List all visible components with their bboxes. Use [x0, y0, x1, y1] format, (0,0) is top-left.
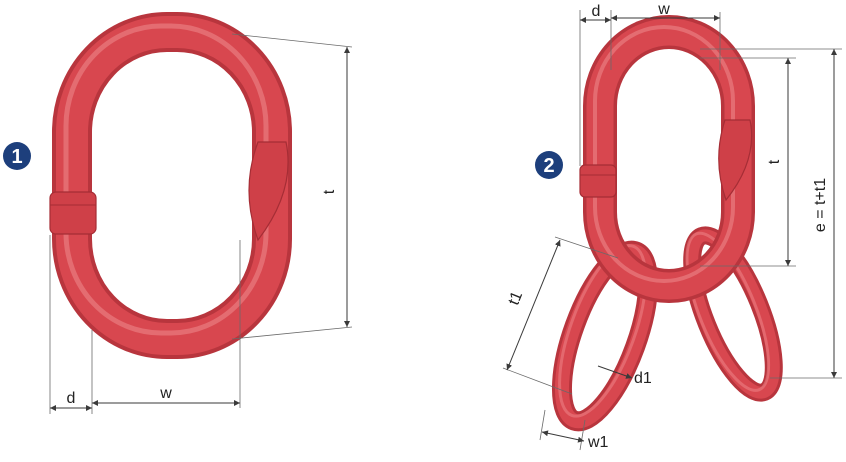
master-link-1	[49, 12, 292, 359]
label-e-2: e = t+t1	[812, 178, 829, 232]
badge-1-label: 1	[11, 146, 22, 168]
label-w-1: w	[159, 385, 172, 402]
badge-2: 2	[535, 151, 563, 179]
intermediate-link-left	[551, 240, 659, 432]
weld-bulge-1	[248, 141, 289, 242]
dimension-d1-2: d1	[597, 365, 652, 387]
label-t1-2: t1	[505, 289, 526, 308]
badge-2-label: 2	[543, 155, 554, 177]
collar-band-1	[49, 191, 97, 235]
dimension-t1-2: t1	[502, 236, 619, 395]
label-d-2: d	[592, 3, 601, 20]
badge-1: 1	[3, 142, 31, 170]
dimension-t-2: t	[700, 57, 796, 267]
dimension-e-2: e = t+t1	[700, 48, 842, 379]
master-link-2	[579, 15, 755, 303]
figure-1: t d w 1	[3, 12, 353, 414]
dimension-w1-2: w1	[539, 409, 609, 451]
weld-bulge-2	[718, 119, 753, 202]
label-t-1: t	[321, 189, 338, 194]
label-w1-2: w1	[587, 434, 609, 451]
dimension-t-1: t	[231, 33, 353, 340]
dimension-w-1: w	[92, 240, 241, 408]
dimension-w-2: w	[611, 1, 721, 70]
label-t-2: t	[766, 159, 783, 164]
label-d1-2: d1	[634, 370, 652, 387]
intermediate-link-right	[683, 226, 783, 402]
figure-2: d w t e = t+t1 t1	[502, 1, 842, 451]
collar-band-2	[579, 164, 617, 198]
label-d-1: d	[67, 390, 76, 407]
label-w-2: w	[657, 1, 670, 18]
